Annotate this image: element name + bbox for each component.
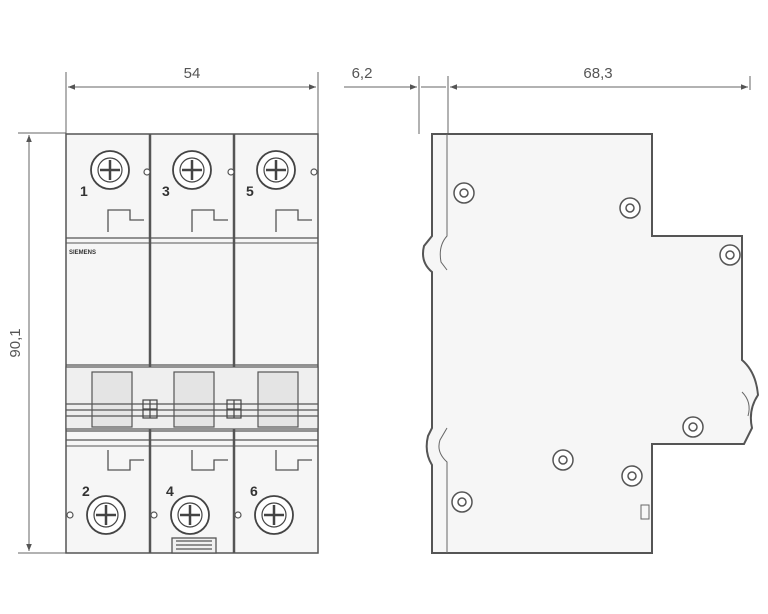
front-height-label: 90,1 (7, 328, 24, 357)
handle-link-2 (226, 399, 242, 419)
side-inner-lines (438, 134, 750, 553)
front-width-dimension (65, 72, 319, 134)
top-clamps (107, 209, 312, 232)
side-rivet-5 (552, 449, 574, 471)
bottom-clamps (107, 450, 312, 471)
top-side-holes (143, 168, 318, 176)
terminal-label-4: 4 (166, 483, 174, 499)
terminal-label-3: 3 (162, 183, 170, 199)
top-terminal-screw-1 (90, 150, 130, 190)
side-rivet-1 (453, 182, 475, 204)
side-dimensions (344, 76, 751, 134)
front-view (65, 133, 319, 554)
side-offset-label: 6,2 (352, 65, 373, 82)
toggle-band (65, 366, 319, 430)
side-housing-outline (422, 133, 760, 554)
side-depth-label: 68,3 (583, 65, 612, 82)
terminal-label-2: 2 (82, 483, 90, 499)
side-rivet-3 (719, 244, 741, 266)
side-view (422, 133, 760, 554)
front-width-label: 54 (184, 65, 201, 82)
top-terminal-screw-5 (256, 150, 296, 190)
handle-link-1 (142, 399, 158, 419)
front-housing (65, 133, 319, 554)
top-terminal-screw-3 (172, 150, 212, 190)
bottom-terminal-screw-4 (170, 495, 210, 535)
terminal-label-1: 1 (80, 183, 88, 199)
bottom-terminal-screw-2 (86, 495, 126, 535)
side-rivet-2 (619, 197, 641, 219)
bottom-side-holes (66, 511, 242, 519)
brand-label: SIEMENS (69, 250, 96, 256)
side-rivet-6 (621, 465, 643, 487)
bottom-terminal-screw-6 (254, 495, 294, 535)
side-rivet-4 (682, 416, 704, 438)
terminal-label-5: 5 (246, 183, 254, 199)
side-rivet-7 (451, 491, 473, 513)
front-height-dimension (18, 132, 66, 554)
terminal-label-6: 6 (250, 483, 258, 499)
din-clip-tab (171, 537, 217, 554)
